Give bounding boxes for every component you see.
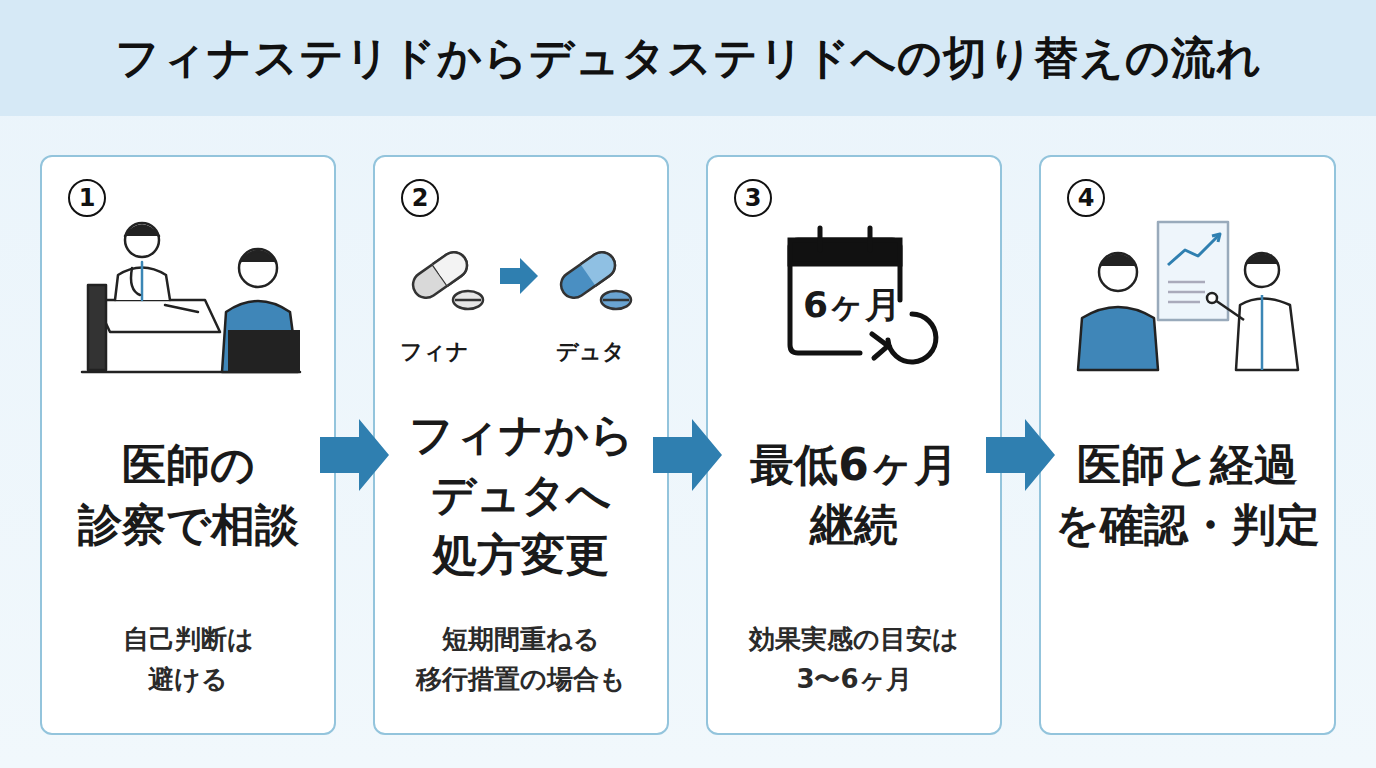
consultation-illustration-part [239, 249, 277, 287]
pill-switch-illustration-part [500, 258, 538, 294]
pill-switch-illustration-part-part [433, 247, 472, 286]
pill-switch-illustration-part-part [408, 247, 472, 303]
consultation-illustration-part [222, 301, 298, 372]
review-illustration-part [1078, 307, 1158, 370]
consultation-illustration-part [82, 371, 300, 374]
pill-switch-illustration-part-part [433, 264, 448, 285]
calendar-icon-part [868, 228, 873, 250]
review-illustration-part [1099, 253, 1137, 291]
step-number: 3 [734, 179, 772, 217]
consultation-illustration-part [125, 226, 159, 237]
review-illustration-part [1212, 234, 1220, 242]
step-text-area: 最低6ヶ月 継続 [716, 395, 992, 595]
consultation-illustration-part [240, 251, 276, 262]
consultation-illustration-part [131, 268, 140, 295]
flow-arrow [653, 419, 722, 491]
icon-label: フィナ [400, 337, 469, 367]
pill-switch-illustration-part-part [581, 247, 620, 286]
flow-arrow [320, 419, 389, 491]
consultation-illustration-part [125, 223, 159, 257]
consultation-illustration-part [228, 330, 300, 372]
step-heading: フィナから デュタへ 処方変更 [383, 405, 659, 585]
review-illustration-part [1100, 255, 1136, 266]
pill-switch-illustration-part-part [433, 247, 472, 286]
step-note: 効果実感の目安は 3〜6ヶ月 [734, 619, 974, 699]
step-number: 4 [1067, 179, 1105, 217]
step-box: 1 医師の 診察で相談自己判断は 避ける [40, 155, 336, 735]
review-illustration-part [1245, 253, 1279, 287]
consultation-illustration-part [141, 262, 144, 300]
step-heading: 医師の 診察で相談 [50, 435, 326, 555]
review-illustration-part [1246, 255, 1278, 264]
consultation-illustration-part [88, 285, 106, 370]
pill-switch-illustration-part [455, 299, 481, 302]
review-illustration-part [1168, 236, 1218, 265]
consultation-illustration-part [95, 300, 220, 332]
calendar-icon-part [790, 240, 900, 264]
pill-switch-illustration-part-part [556, 247, 620, 303]
icon-label: デュタ [556, 337, 625, 367]
step-number: 2 [401, 179, 439, 217]
pill-switch-illustration-part [453, 291, 483, 309]
step-box: 2 フィナから デュタへ 処方変更短期間重ねる 移行措置の場合も [373, 155, 669, 735]
review-illustration-part [1207, 293, 1217, 303]
calendar-icon-part [818, 228, 823, 250]
step-box: 4 医師と経過 を確認・判定 [1039, 155, 1336, 735]
diagram-title: フィナステリドからデュタステリドへの切り替えの流れ [0, 0, 1376, 116]
calendar-icon-part [872, 334, 888, 358]
consultation-illustration-part [165, 305, 198, 312]
step-text-area: フィナから デュタへ 処方変更 [383, 395, 659, 595]
review-illustration-part [1168, 291, 1205, 294]
flow-arrow [986, 419, 1055, 491]
step-heading: 最低6ヶ月 継続 [716, 435, 992, 555]
step-note: 自己判断は 避ける [103, 619, 273, 699]
step-heading: 医師と経過 を確認・判定 [1050, 435, 1326, 555]
icon-label: 6ヶ月 [803, 281, 901, 330]
review-illustration-part [1261, 295, 1264, 370]
pill-switch-illustration-part [603, 299, 629, 302]
step-number: 1 [68, 179, 106, 217]
review-illustration-part [1168, 281, 1205, 284]
consultation-illustration [82, 223, 300, 372]
review-illustration [1078, 222, 1298, 370]
pill-switch-illustration-part [556, 247, 620, 303]
step-box: 3 最低6ヶ月 継続効果実感の目安は 3〜6ヶ月 [706, 155, 1002, 735]
pill-switch-illustration-part [601, 291, 631, 309]
step-text-area: 医師と経過 を確認・判定 [1049, 395, 1326, 595]
review-illustration-part [1158, 222, 1228, 320]
calendar-icon [790, 228, 936, 362]
step-text-area: 医師の 診察で相談 [50, 395, 326, 595]
pill-switch-illustration [408, 247, 631, 309]
review-illustration-part [1168, 301, 1200, 304]
review-illustration-part [1236, 299, 1298, 371]
consultation-illustration-part [115, 268, 170, 301]
review-illustration-part [1215, 300, 1244, 320]
step-note: 短期間重ねる 移行措置の場合も [401, 619, 641, 699]
pill-switch-illustration-part [408, 247, 472, 303]
